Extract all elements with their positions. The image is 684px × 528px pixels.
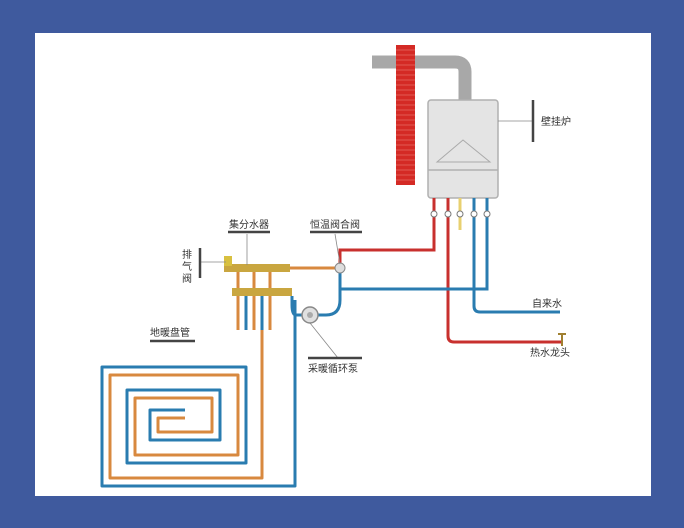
label-floor-coil: 地暖盘管 <box>150 326 190 339</box>
label-thermostatic-valve: 恒温阀合阀 <box>310 218 360 231</box>
heating-return-pipe <box>340 198 489 291</box>
label-air-vent-3: 阀 <box>182 272 192 285</box>
boiler-triangle-icon <box>435 139 492 163</box>
thermostatic-valve <box>334 262 346 274</box>
label-bars <box>150 100 535 360</box>
hot-tap-faucet-icon <box>558 333 566 346</box>
return-to-pump-pipe <box>318 272 342 317</box>
label-air-vent-2: 气 <box>182 260 192 273</box>
hot-water-pipe <box>446 198 562 344</box>
cold-water-pipe <box>472 198 560 314</box>
manifold <box>224 256 292 330</box>
circulation-pump <box>301 306 319 324</box>
boiler-valves <box>430 210 491 218</box>
flue-pipe <box>372 55 472 102</box>
label-air-vent-1: 排 <box>182 248 192 261</box>
boiler <box>427 99 499 199</box>
brick-lines <box>396 49 415 181</box>
label-hot-tap: 热水龙头 <box>530 346 570 359</box>
label-pump: 采暖循环泵 <box>308 362 358 375</box>
leader-lines <box>200 120 533 359</box>
floor-coil-supply <box>108 330 264 480</box>
label-boiler: 壁挂炉 <box>541 115 571 128</box>
floor-coil-return <box>100 300 297 488</box>
label-manifold: 集分水器 <box>229 218 269 231</box>
heating-supply-pipe <box>338 198 436 264</box>
label-tap-water: 自来水 <box>532 297 562 310</box>
